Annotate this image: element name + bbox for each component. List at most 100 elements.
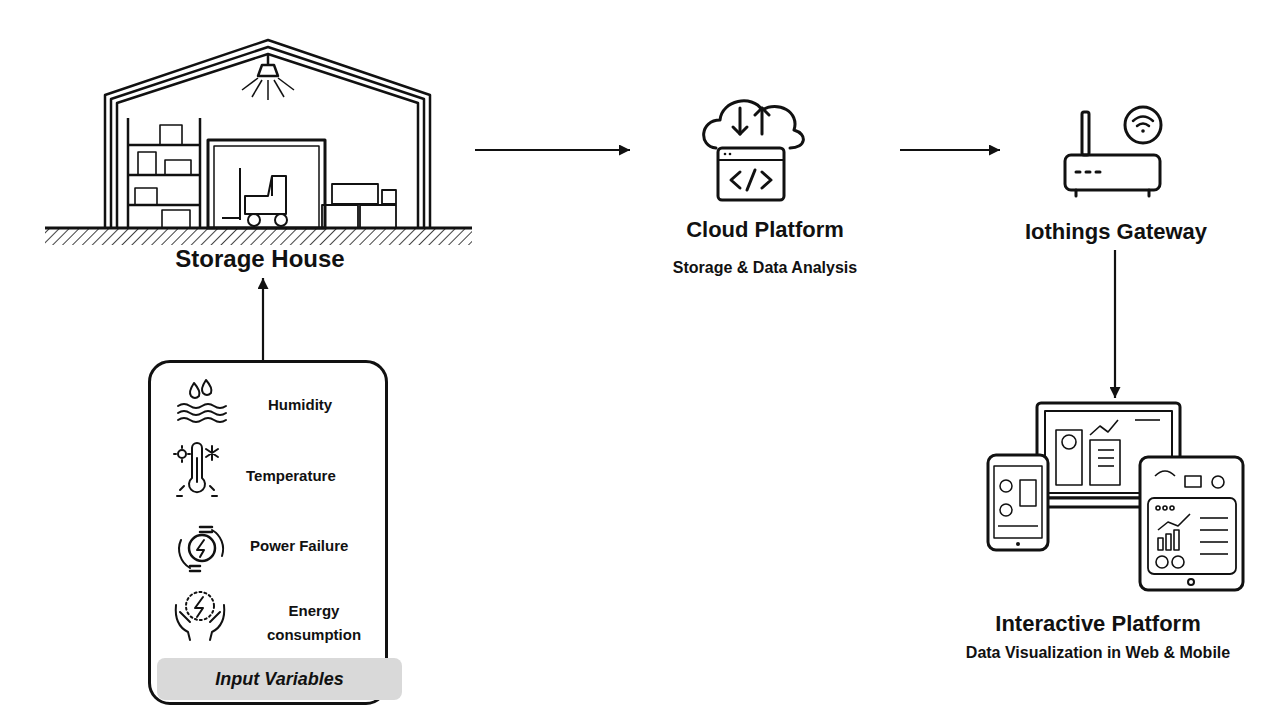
devices-illustration bbox=[1163, 506, 1167, 510]
devices-illustration bbox=[1155, 471, 1175, 476]
devices-illustration bbox=[1000, 480, 1012, 492]
devices-illustration bbox=[1056, 430, 1082, 485]
gateway-router-icon bbox=[1137, 124, 1149, 127]
storage-house-drawing bbox=[105, 40, 430, 228]
group-heading: Input Variables bbox=[157, 658, 402, 700]
input-icons bbox=[189, 535, 215, 561]
cloud-icon bbox=[718, 159, 784, 161]
storage-house-drawing bbox=[245, 176, 286, 214]
devices-illustration bbox=[1090, 420, 1118, 435]
storage-house-drawing bbox=[332, 184, 378, 204]
storage-house-drawing bbox=[162, 210, 190, 228]
storage-house-drawing bbox=[208, 140, 325, 228]
storage-house-drawing bbox=[239, 168, 241, 220]
storage-house-drawing bbox=[322, 184, 396, 228]
cloud-icon bbox=[704, 101, 804, 200]
input-icons bbox=[179, 540, 190, 568]
devices-illustration bbox=[1172, 556, 1184, 568]
gateway-router-icon bbox=[1065, 107, 1161, 196]
storage-house-drawing bbox=[165, 160, 191, 175]
storage-house-drawing bbox=[222, 217, 240, 219]
storage-house-drawing bbox=[275, 214, 287, 226]
input-icons bbox=[180, 612, 220, 622]
storage-house-drawing bbox=[278, 78, 294, 90]
cloud-icon bbox=[733, 127, 747, 134]
gateway-node: Iothings Gateway bbox=[1000, 100, 1232, 250]
input-icons bbox=[189, 443, 205, 492]
devices-illustration bbox=[1000, 504, 1012, 516]
devices-illustration bbox=[1200, 553, 1228, 555]
devices-illustration bbox=[1158, 538, 1163, 550]
input-icons bbox=[190, 383, 199, 398]
devices-illustration bbox=[1212, 476, 1224, 488]
flow-arrow bbox=[262, 278, 264, 360]
gateway-router-icon bbox=[1076, 171, 1080, 174]
input-icons bbox=[178, 418, 226, 422]
storage-house-drawing bbox=[117, 54, 418, 228]
devices-illustration bbox=[1098, 449, 1114, 451]
devices-illustration bbox=[988, 403, 1243, 590]
devices-illustration bbox=[1016, 542, 1020, 546]
cloud-icon bbox=[739, 108, 742, 134]
gateway-router-icon bbox=[1082, 112, 1089, 155]
input-icons bbox=[178, 404, 226, 408]
input-icons bbox=[174, 380, 226, 640]
cloud-icon bbox=[724, 153, 727, 156]
cloud-icon bbox=[718, 148, 784, 200]
input-icons bbox=[178, 450, 186, 458]
storage-house-drawing bbox=[111, 47, 424, 228]
devices-illustration bbox=[1098, 465, 1114, 467]
storage-house-drawing bbox=[258, 65, 278, 76]
gateway-router-icon bbox=[1148, 190, 1151, 196]
storage-house-drawing bbox=[45, 228, 472, 245]
input-icons bbox=[177, 486, 217, 496]
input-icons bbox=[174, 446, 190, 462]
input-icons bbox=[178, 411, 226, 415]
gateway-router-icon bbox=[1133, 117, 1153, 122]
gateway-router-icon bbox=[1141, 129, 1145, 133]
storage-house-drawing bbox=[360, 205, 396, 228]
devices-illustration bbox=[1188, 579, 1194, 585]
devices-illustration bbox=[1200, 541, 1228, 543]
devices-illustration bbox=[1135, 419, 1160, 421]
devices-illustration bbox=[1155, 471, 1228, 568]
storage-house-drawing bbox=[45, 40, 472, 245]
devices-illustration bbox=[988, 455, 1048, 550]
input-icons bbox=[206, 446, 218, 460]
storage-house-drawing bbox=[199, 118, 202, 228]
input-icons bbox=[196, 458, 198, 482]
cloud-platform-node: Cloud PlatformStorage & Data Analysis bbox=[630, 95, 900, 280]
devices-illustration bbox=[998, 480, 1038, 526]
input-icons bbox=[190, 566, 200, 571]
cloud-icon bbox=[747, 170, 755, 190]
storage-house-drawing bbox=[138, 152, 156, 175]
input-icons bbox=[210, 605, 224, 640]
devices-illustration bbox=[1200, 517, 1228, 519]
storage-house-drawing bbox=[135, 188, 157, 205]
storage-house-drawing bbox=[222, 168, 287, 226]
gateway-router-icon bbox=[1075, 190, 1078, 196]
variable-label: Power Failure bbox=[250, 537, 348, 555]
variable-label: Energy consumption bbox=[259, 599, 369, 647]
devices-illustration bbox=[994, 466, 1042, 538]
devices-illustration bbox=[998, 525, 1038, 527]
flow-arrow bbox=[475, 149, 630, 151]
devices-illustration bbox=[1156, 556, 1168, 568]
input-icons bbox=[197, 540, 204, 557]
input-icons bbox=[212, 530, 223, 556]
input-icons bbox=[195, 597, 203, 617]
devices-illustration bbox=[1200, 529, 1228, 531]
devices-illustration bbox=[1020, 480, 1036, 506]
input-icons bbox=[202, 380, 211, 395]
input-variables-box: HumidityTemperaturePower FailureEnergy c… bbox=[148, 360, 388, 705]
cloud-icon bbox=[762, 172, 771, 188]
storage-house-drawing bbox=[127, 118, 130, 228]
storage-house-drawing bbox=[267, 54, 270, 64]
variable-label: Humidity bbox=[268, 396, 332, 414]
cloud-icon bbox=[761, 108, 764, 134]
devices-illustration bbox=[1062, 435, 1076, 449]
node-title: Iothings Gateway bbox=[1000, 219, 1232, 245]
devices-illustration bbox=[1148, 498, 1236, 574]
flow-arrow bbox=[900, 149, 1000, 151]
storage-house-drawing bbox=[248, 214, 260, 226]
